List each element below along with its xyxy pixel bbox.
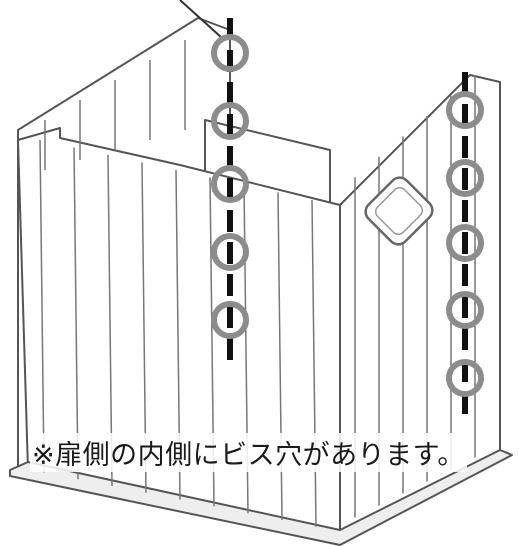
panel-rib xyxy=(107,154,113,487)
screw-hole-marker-icon xyxy=(211,233,249,271)
screw-hole-marker-icon xyxy=(446,159,484,197)
screw-hole-marker-icon xyxy=(446,291,484,329)
handle-slot-icon xyxy=(364,176,434,246)
screw-hole-marker-icon xyxy=(446,91,484,129)
panel-rib xyxy=(73,147,79,480)
screw-hole-marker-icon xyxy=(211,102,249,140)
screw-hole-marker-icon xyxy=(211,34,249,72)
caption: ※扉側の内側にビス穴があります。 xyxy=(30,433,467,472)
screw-hole-marker-icon xyxy=(446,224,484,262)
panel-rib xyxy=(311,199,317,527)
right-screw-holes xyxy=(446,91,484,397)
screw-hole-marker-icon xyxy=(211,165,249,203)
base-frame xyxy=(9,449,513,546)
panel-rib xyxy=(39,139,45,473)
leader-line xyxy=(179,0,223,39)
screw-hole-marker-icon xyxy=(211,301,249,339)
panel-ribs xyxy=(39,40,476,527)
screw-hole-marker-icon xyxy=(446,359,484,397)
left-screw-holes xyxy=(211,34,249,339)
